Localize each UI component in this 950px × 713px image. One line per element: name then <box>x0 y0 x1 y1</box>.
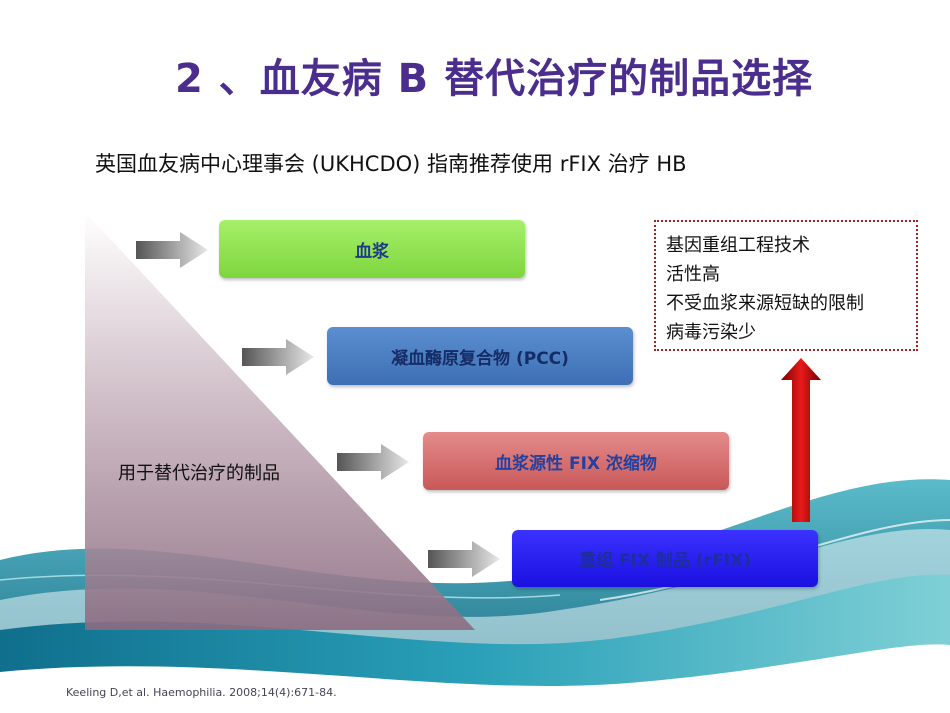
product-box-pd-fix: 血浆源性 FIX 浓缩物 <box>423 432 729 490</box>
slide-subtitle: 英国血友病中心理事会 (UKHCDO) 指南推荐使用 rFIX 治疗 HB <box>95 152 687 176</box>
triangle-label: 用于替代治疗的制品 <box>118 463 280 484</box>
advantage-item: 活性高 <box>666 264 720 285</box>
product-box-plasma: 血浆 <box>219 220 525 278</box>
arrow-right-icon <box>242 339 314 375</box>
citation: Keeling D,et al. Haemophilia. 2008;14(4)… <box>66 686 337 699</box>
slide-title: 2 、血友病 B 替代治疗的制品选择 <box>175 56 814 102</box>
arrow-right-icon <box>428 541 500 577</box>
advantage-item: 基因重组工程技术 <box>666 235 810 256</box>
arrow-right-icon <box>337 444 409 480</box>
product-box-pcc: 凝血酶原复合物 (PCC) <box>327 327 633 385</box>
arrow-up-icon <box>781 358 821 522</box>
arrow-right-icon <box>136 232 208 268</box>
triangle-shape <box>85 212 475 630</box>
product-box-rfix: 重组 FIX 制品 (rFIX) <box>512 530 818 587</box>
advantages-box: 基因重组工程技术 活性高 不受血浆来源短缺的限制 病毒污染少 <box>654 220 918 351</box>
advantage-item: 病毒污染少 <box>666 322 756 343</box>
advantage-item: 不受血浆来源短缺的限制 <box>666 293 864 314</box>
